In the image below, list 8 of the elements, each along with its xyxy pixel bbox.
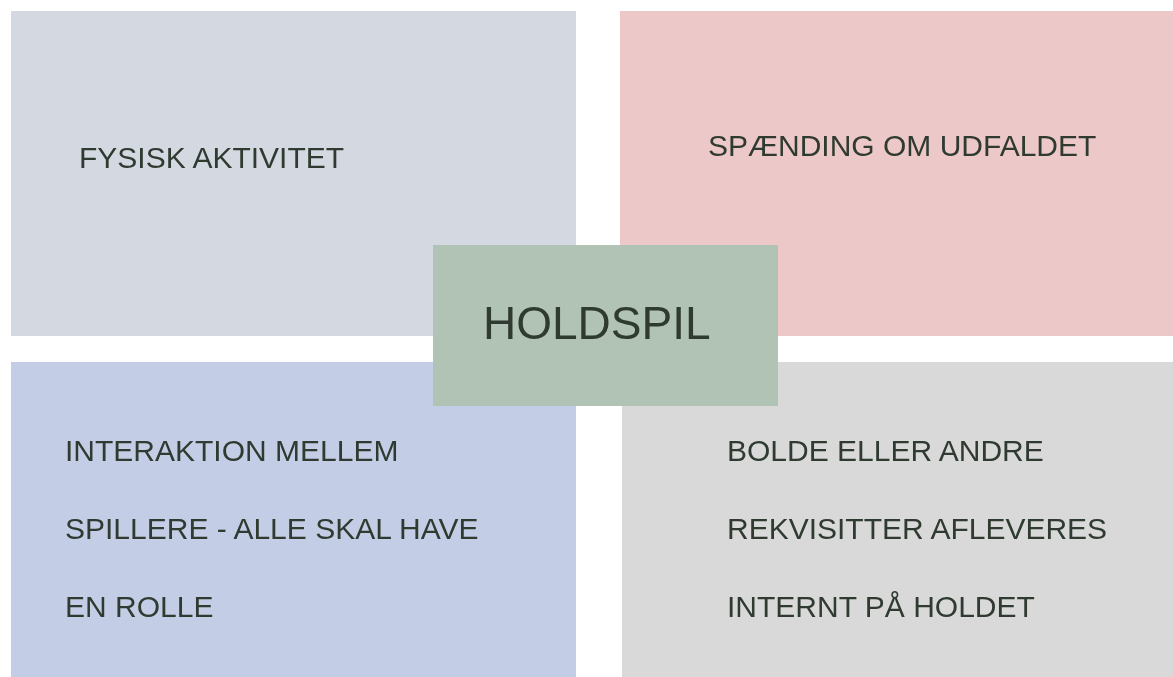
topic-box	[11, 362, 576, 677]
topic-text: BOLDE ELLER ANDRE REKVISITTER AFLEVERES INTERNT PÅ HOLDET	[727, 433, 1109, 625]
topic-box	[622, 362, 1173, 677]
center-title: HOLDSPIL	[483, 296, 712, 351]
topic-text: INTERAKTION MELLEM SPILLERE - ALLE SKAL HAVE EN ROLLE	[65, 433, 480, 625]
center-box	[433, 245, 778, 406]
topic-text: SPÆNDING OM UDFALDET	[708, 128, 1098, 164]
topic-text: FYSISK AKTIVITET	[79, 140, 346, 176]
